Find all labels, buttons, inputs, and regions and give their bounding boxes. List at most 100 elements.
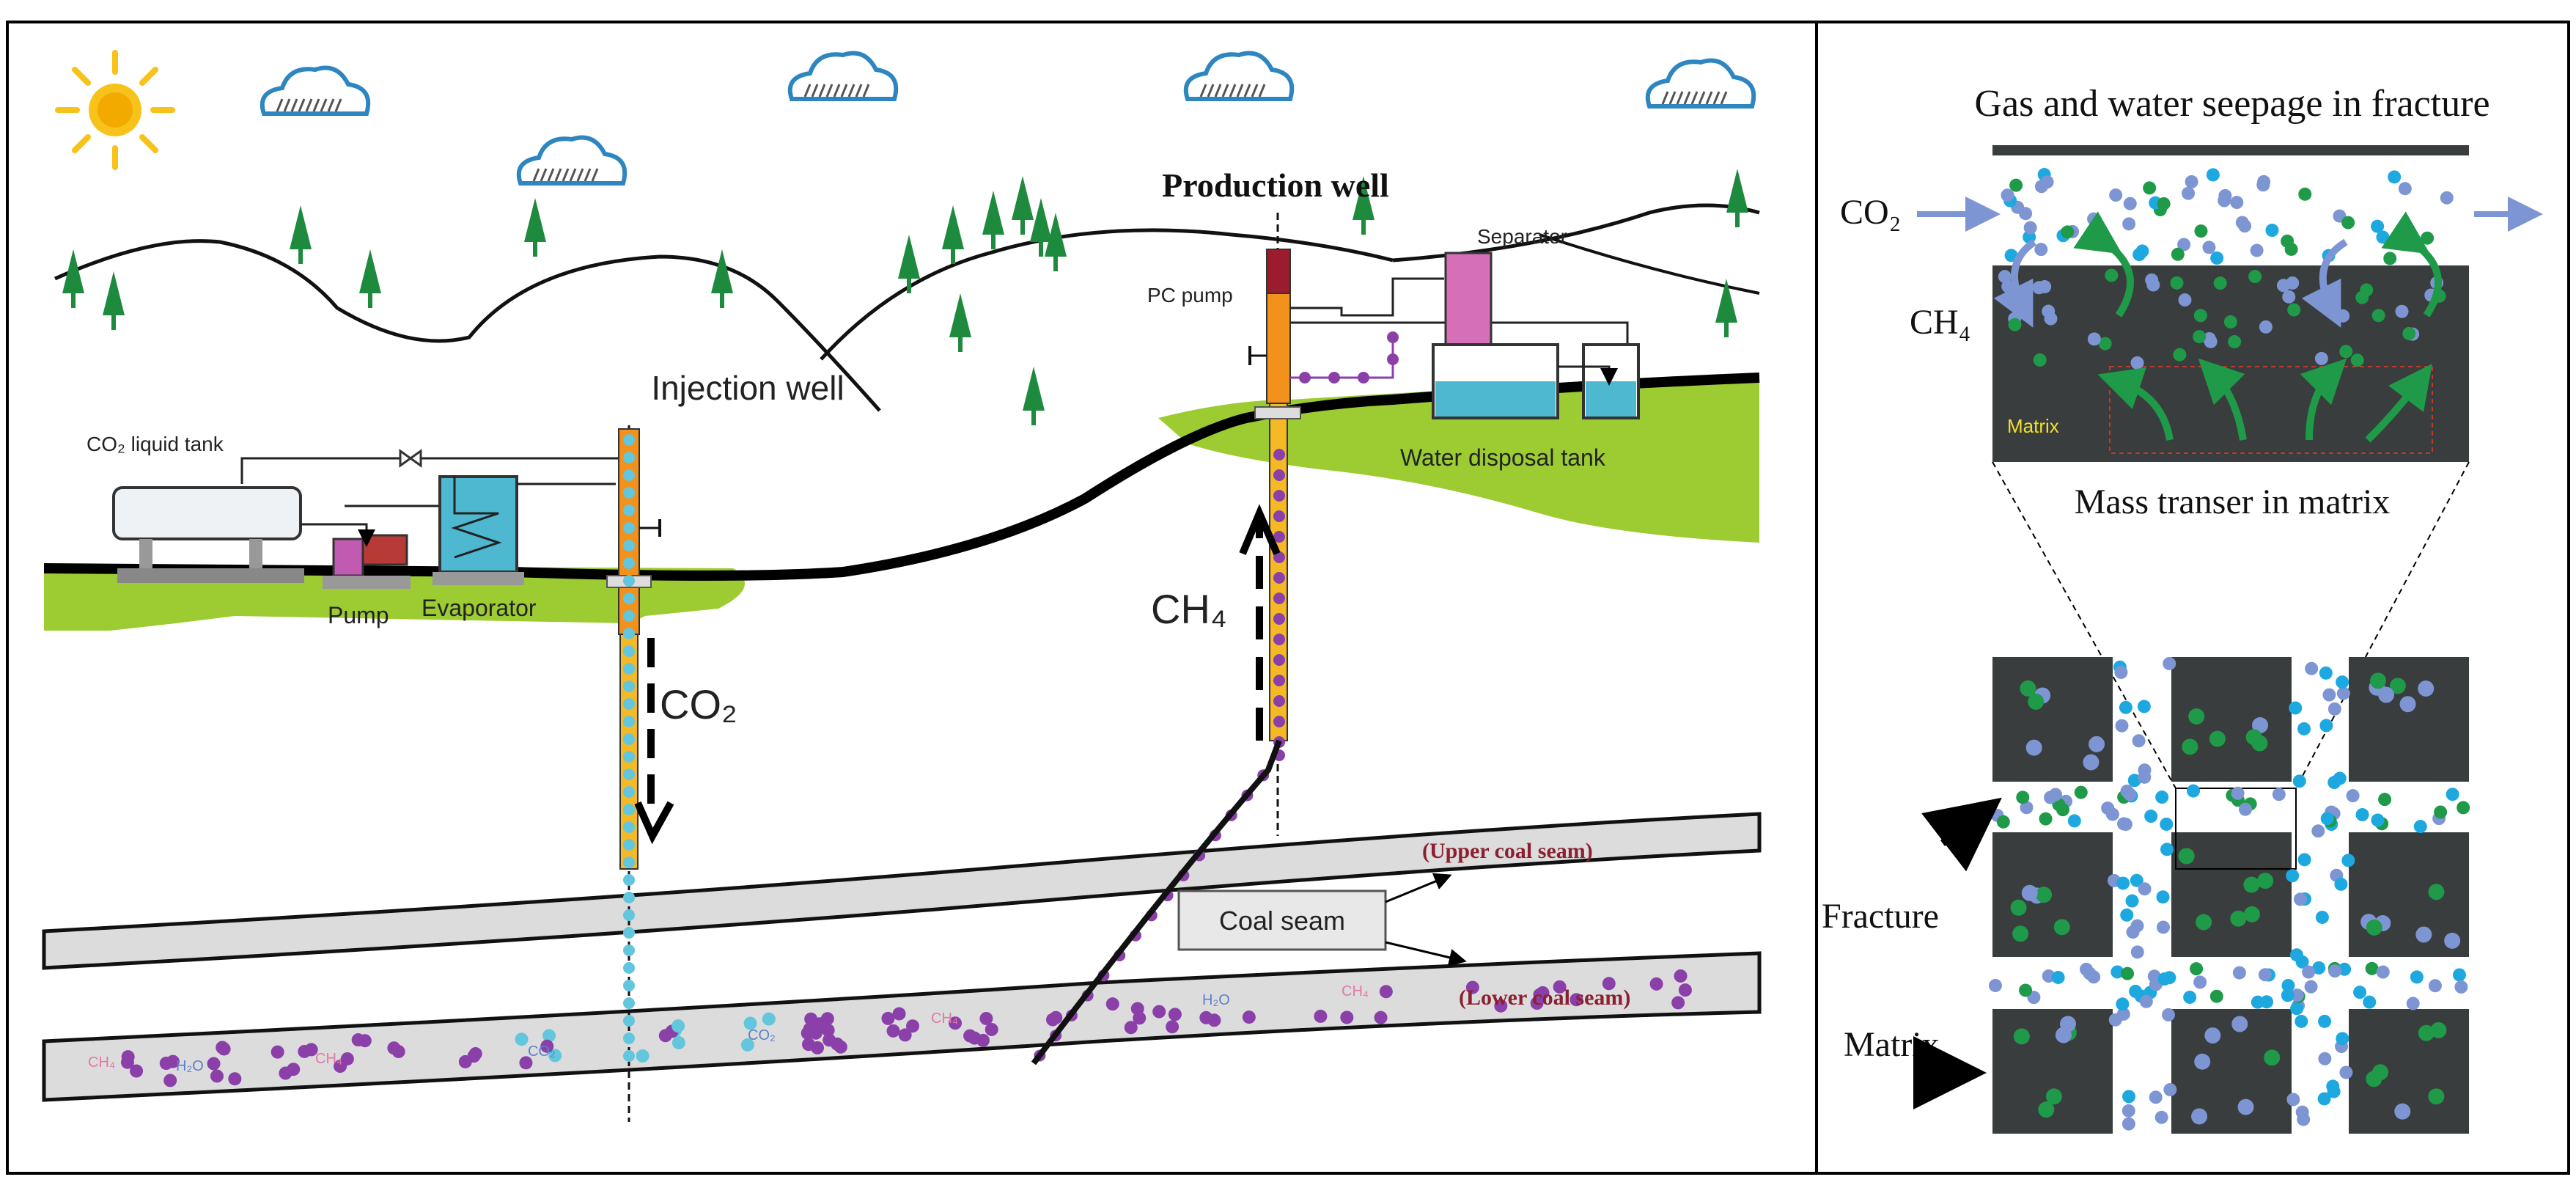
tree-icon xyxy=(942,205,964,249)
gas-dot xyxy=(2378,793,2392,807)
gas-dot xyxy=(2147,969,2161,983)
co2-dot xyxy=(623,909,635,921)
gas-dot xyxy=(2336,675,2349,689)
ch4-dot xyxy=(881,1011,895,1025)
gas-dot xyxy=(2248,270,2262,284)
gas-dot xyxy=(2111,965,2124,979)
tree-icon xyxy=(982,191,1004,235)
gas-dot xyxy=(2001,188,2014,202)
mass-transfer-label: Mass transer in matrix xyxy=(2075,483,2391,521)
upper-coal-seam-label: (Upper coal seam) xyxy=(1422,839,1593,863)
gas-dot xyxy=(2286,1093,2300,1107)
gas-dot xyxy=(2155,790,2169,804)
gas-dot xyxy=(1988,978,2002,992)
gas-dot xyxy=(2402,326,2416,340)
ch4-dot xyxy=(207,1057,221,1071)
gas-dot xyxy=(2183,990,2197,1004)
co2-dot xyxy=(623,575,635,587)
gas-dot xyxy=(2295,1014,2308,1028)
ch4-dot xyxy=(1273,490,1285,502)
gas-dot xyxy=(2339,1065,2353,1079)
gas-dot xyxy=(2421,231,2435,245)
gas-dot xyxy=(2188,708,2205,724)
gas-dot xyxy=(2350,353,2364,367)
co2-dot xyxy=(623,892,635,903)
co2-label: CO₂ xyxy=(1840,193,1901,232)
coal-seam-gas-dots xyxy=(120,969,1692,1087)
ch4-dot xyxy=(1273,593,1285,604)
gas-dot xyxy=(2137,700,2151,713)
gas-dot xyxy=(2258,968,2272,982)
cloud-icon xyxy=(787,51,899,101)
gas-dot xyxy=(2202,331,2216,345)
ch4-dot xyxy=(1553,980,1567,994)
gas-dot xyxy=(2123,197,2137,210)
ch4-dot xyxy=(1387,331,1399,343)
tree-icon xyxy=(949,293,971,337)
gas-dot xyxy=(2144,810,2158,823)
matrix-block xyxy=(2349,657,2469,782)
co2-dot xyxy=(623,487,635,499)
pump-to-evaporator-pipe xyxy=(345,477,449,507)
ch4-dot xyxy=(271,1045,284,1059)
ch4-dot xyxy=(1536,986,1550,999)
co2-dot xyxy=(623,505,635,516)
gas-dot xyxy=(2218,194,2231,208)
gas-dot xyxy=(2276,279,2290,293)
gas-dot xyxy=(2116,997,2130,1011)
gas-dot xyxy=(2156,920,2170,934)
gas-dot xyxy=(2213,276,2227,290)
gas-dot xyxy=(2341,216,2355,230)
gas-dot xyxy=(2055,1027,2072,1043)
co2-dot xyxy=(623,469,635,481)
gas-dot xyxy=(2038,280,2052,294)
co2-dot xyxy=(623,716,635,727)
gas-dot xyxy=(2230,196,2244,210)
gas-dot xyxy=(2346,789,2360,803)
evaporator xyxy=(433,475,524,585)
tank-to-pump-pipe xyxy=(301,523,375,547)
gas-dot xyxy=(2021,884,2038,901)
matrix-block xyxy=(2171,1009,2292,1134)
ch4-dot xyxy=(949,1016,963,1030)
gas-dot xyxy=(2440,191,2454,205)
ch4-dot xyxy=(976,1033,990,1047)
gas-dot xyxy=(2105,268,2119,282)
fracture-top-wall xyxy=(1992,145,2469,155)
gas-dot xyxy=(2370,672,2387,689)
separator-label: Separator xyxy=(1477,225,1567,248)
coal-seam-box xyxy=(1177,889,1387,951)
gas-dot xyxy=(2418,680,2435,697)
co2-dot xyxy=(623,1032,635,1044)
gas-dot xyxy=(2383,252,2397,265)
ch4-dot xyxy=(1602,977,1616,991)
matrix-block xyxy=(1992,1009,2113,1134)
co2-liquid-tank xyxy=(112,486,304,583)
co2-dot xyxy=(623,733,635,745)
gas-dot xyxy=(2237,1098,2254,1115)
gas-dot xyxy=(2428,979,2442,993)
gas-dot xyxy=(2139,994,2153,1008)
fracture-label: Fracture xyxy=(1822,897,1939,936)
seepage-title: Gas and water seepage in fracture xyxy=(1974,83,2489,125)
ch4-dot xyxy=(1387,353,1399,365)
gas-dot xyxy=(2318,1052,2332,1065)
coal-seam-label: Coal seam xyxy=(1219,906,1345,936)
gas-dot xyxy=(2146,278,2160,292)
gas-dot xyxy=(2013,1028,2030,1045)
gas-dot xyxy=(2051,970,2065,984)
co2-dot xyxy=(623,1050,635,1062)
gas-dot xyxy=(2366,919,2382,936)
gas-dot xyxy=(2114,665,2128,679)
gas-dot xyxy=(2020,801,2034,815)
gas-dot xyxy=(2363,995,2377,1009)
gas-dot xyxy=(2315,910,2329,924)
ch4-dot xyxy=(1649,977,1663,991)
evaporator-label: Evaporator xyxy=(422,595,537,621)
gas-dot xyxy=(2245,729,2262,746)
pump-label: Pump xyxy=(328,602,389,628)
ch4-up-arrow-head xyxy=(1239,504,1281,555)
tree-icon xyxy=(1045,213,1067,257)
ch4-dot xyxy=(905,1019,919,1033)
co2-dot xyxy=(623,610,635,622)
